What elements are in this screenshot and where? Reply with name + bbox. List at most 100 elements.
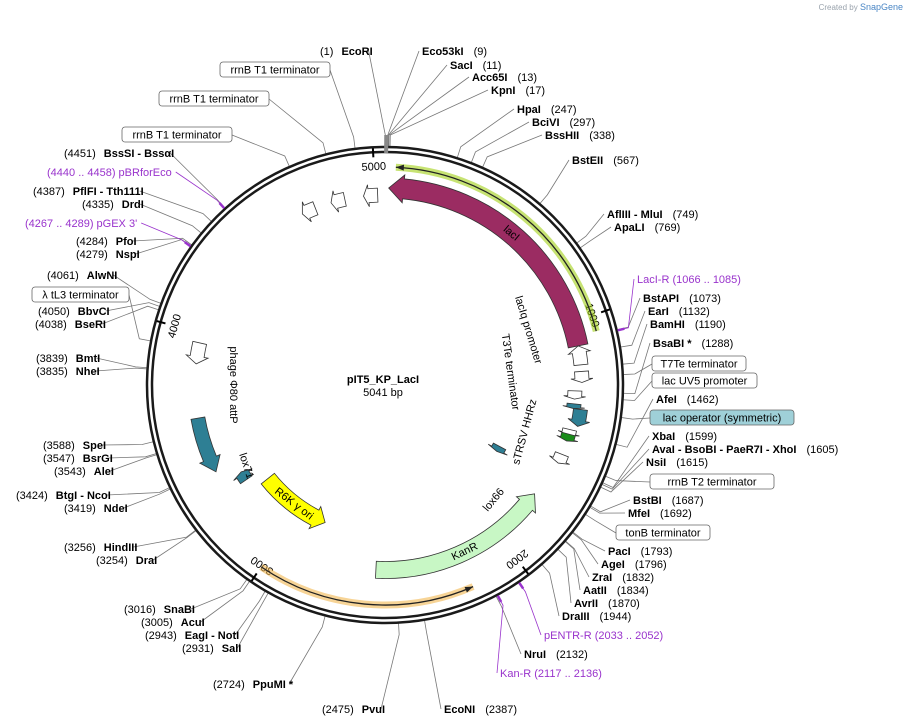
- site-label-bcivi[interactable]: BciVI(297): [532, 117, 595, 129]
- site-label-afliii-mlui[interactable]: AflIII - MluI(749): [607, 209, 698, 221]
- feature-lox71[interactable]: [233, 468, 253, 485]
- site-label-eco53ki[interactable]: Eco53kI(9): [422, 46, 487, 58]
- site-position: (769): [655, 222, 681, 234]
- site-position: (3254): [96, 555, 128, 567]
- feature-t3te-terminator[interactable]: [570, 370, 594, 383]
- primer-label[interactable]: (4267 .. 4289) pGEX 3': [25, 218, 137, 230]
- site-label-eagi-noti[interactable]: (2943)EagI - NotI: [145, 630, 239, 642]
- site-label-bsshii[interactable]: BssHII(338): [545, 130, 615, 142]
- site-label-btgi-ncoi[interactable]: (3424)BtgI - NcoI: [16, 490, 111, 502]
- site-label-nrui[interactable]: NruI(2132): [524, 649, 588, 661]
- feature-box-label[interactable]: λ tL3 terminator: [31, 286, 130, 303]
- feature-mark[interactable]: [562, 402, 585, 409]
- label-box-text: rrnB T2 terminator: [667, 477, 756, 489]
- feature-term[interactable]: [330, 190, 347, 213]
- site-label-bsssi-bss-i[interactable]: (4451)BssSI - BssαI: [64, 148, 174, 160]
- site-label-bstbi[interactable]: BstBI(1687): [633, 495, 704, 507]
- site-label-zrai[interactable]: ZraI(1832): [592, 572, 654, 584]
- site-label-econi[interactable]: EcoNI(2387): [444, 704, 517, 716]
- feature-box-label[interactable]: rrnB T1 terminator: [219, 61, 331, 78]
- site-label-spei[interactable]: (3588)SpeI: [43, 440, 106, 452]
- site-label-sali[interactable]: (2931)SalI: [182, 643, 241, 655]
- site-label-bstapi[interactable]: BstAPI(1073): [643, 293, 721, 305]
- feature-box-label[interactable]: lac operator (symmetric): [649, 409, 795, 426]
- site-name: EarI: [648, 306, 669, 318]
- site-label-acc65i[interactable]: Acc65I(13): [472, 72, 537, 84]
- tick-mark-2000: [521, 566, 529, 575]
- site-position: (9): [474, 46, 487, 58]
- site-label-avai-bsobi-paer7i-xhoi[interactable]: AvaI - BsoBI - PaeR7I - XhoI(1605): [652, 444, 838, 456]
- feature-mark[interactable]: [556, 431, 578, 443]
- site-label-bsrgi[interactable]: (3547)BsrGI: [43, 453, 113, 465]
- site-label-bsabi-[interactable]: BsaBI *(1288): [653, 338, 733, 350]
- feature-r6k-ori[interactable]: [260, 472, 326, 530]
- site-label-xbai[interactable]: XbaI(1599): [652, 431, 717, 443]
- feature-kanr[interactable]: [375, 493, 536, 579]
- site-label-hpai[interactable]: HpaI(247): [517, 104, 577, 116]
- site-label-bamhi[interactable]: BamHI(1190): [650, 319, 726, 331]
- site-label-bmti[interactable]: (3839)BmtI: [36, 353, 100, 365]
- primer-label[interactable]: pENTR-R (2033 .. 2052): [544, 630, 663, 642]
- primer-label[interactable]: (4440 .. 4458) pBRforEco: [47, 167, 172, 179]
- site-label-pfoi[interactable]: (4284)PfoI: [76, 236, 137, 248]
- site-label-kpni[interactable]: KpnI(17): [491, 85, 545, 97]
- site-label-pvui[interactable]: (2475)PvuI: [322, 704, 385, 716]
- site-label-ecori[interactable]: (1)EcoRI: [320, 46, 373, 58]
- site-label-mfei[interactable]: MfeI(1692): [628, 508, 692, 520]
- site-label-agei[interactable]: AgeI(1796): [601, 559, 667, 571]
- site-label-pflfi-tth111i[interactable]: (4387)PflFI - Tth111I: [33, 186, 144, 198]
- site-label-ndei[interactable]: (3419)NdeI: [64, 503, 128, 515]
- feature-term[interactable]: [549, 451, 570, 465]
- site-label-apali[interactable]: ApaLI (769): [614, 222, 680, 234]
- feature-laci[interactable]: [388, 174, 589, 349]
- site-label-eari[interactable]: EarI(1132): [648, 306, 710, 318]
- site-label-saci[interactable]: SacI(11): [450, 60, 501, 72]
- feature-phage-80-attp[interactable]: [190, 416, 221, 473]
- site-label-bseri[interactable]: (4038)BseRI: [35, 319, 106, 331]
- site-position: (2724): [213, 679, 245, 691]
- site-label-aatii[interactable]: AatII(1834): [583, 585, 649, 597]
- site-name: PvuI: [362, 704, 385, 716]
- site-label-bbvci[interactable]: (4050)BbvCI: [38, 306, 110, 318]
- feature-box-label[interactable]: T7Te terminator: [651, 355, 747, 372]
- site-label-drai[interactable]: (3254)DraI: [96, 555, 157, 567]
- site-label-afei[interactable]: AfeI(1462): [656, 394, 719, 406]
- feature-box-label[interactable]: rrnB T1 terminator: [121, 126, 233, 143]
- site-position: (749): [673, 209, 699, 221]
- label-connector: [234, 590, 266, 636]
- feature-box-label[interactable]: rrnB T1 terminator: [158, 90, 270, 107]
- site-label-avrii[interactable]: AvrII(1870): [574, 598, 640, 610]
- site-name: ApaLI: [614, 222, 645, 234]
- site-label-nspi[interactable]: (4279)NspI: [76, 249, 140, 261]
- site-label-paci[interactable]: PacI(1793): [608, 546, 672, 558]
- feature-box-label[interactable]: lac UV5 promoter: [651, 372, 758, 389]
- feature--tl3-terminator[interactable]: [185, 340, 210, 365]
- feature-term[interactable]: [563, 390, 586, 400]
- site-label-nhei[interactable]: (3835)NheI: [36, 366, 100, 378]
- site-label-drdi[interactable]: (4335)DrdI: [82, 199, 144, 211]
- site-name: BciVI: [532, 117, 560, 129]
- label-connector: [123, 488, 171, 509]
- site-label-hindiii[interactable]: (3256)HindIII: [64, 542, 137, 554]
- site-label-snabi[interactable]: (3016)SnaBI: [124, 604, 195, 616]
- feature-laciq-promoter[interactable]: [567, 345, 592, 366]
- site-label-bsteii[interactable]: BstEII(567): [572, 155, 639, 167]
- site-label-nsii[interactable]: NsiI(1615): [646, 457, 708, 469]
- primer-label[interactable]: Kan-R (2117 .. 2136): [500, 668, 602, 680]
- feature-term[interactable]: [363, 184, 379, 207]
- feature-lox66[interactable]: [487, 442, 508, 456]
- feature-term[interactable]: [301, 201, 319, 223]
- site-label-alei[interactable]: (3543)AleI: [54, 466, 114, 478]
- tick-mark-1000: [600, 308, 610, 314]
- site-label-alwni[interactable]: (4061)AlwNI: [47, 270, 117, 282]
- site-position: (4284): [76, 236, 108, 248]
- site-label-ppumi-[interactable]: (2724)PpuMI *: [213, 679, 294, 691]
- site-label-draiii[interactable]: DraIII(1944): [562, 611, 631, 623]
- label-box: [31, 286, 130, 303]
- feature-box-label[interactable]: tonB terminator: [615, 524, 711, 541]
- site-position: (567): [613, 155, 639, 167]
- primer-label[interactable]: LacI-R (1066 .. 1085): [637, 274, 741, 286]
- feature-strsv-hhrz[interactable]: [567, 408, 590, 427]
- site-label-acui[interactable]: (3005)AcuI: [141, 617, 205, 629]
- feature-box-label[interactable]: rrnB T2 terminator: [649, 473, 775, 490]
